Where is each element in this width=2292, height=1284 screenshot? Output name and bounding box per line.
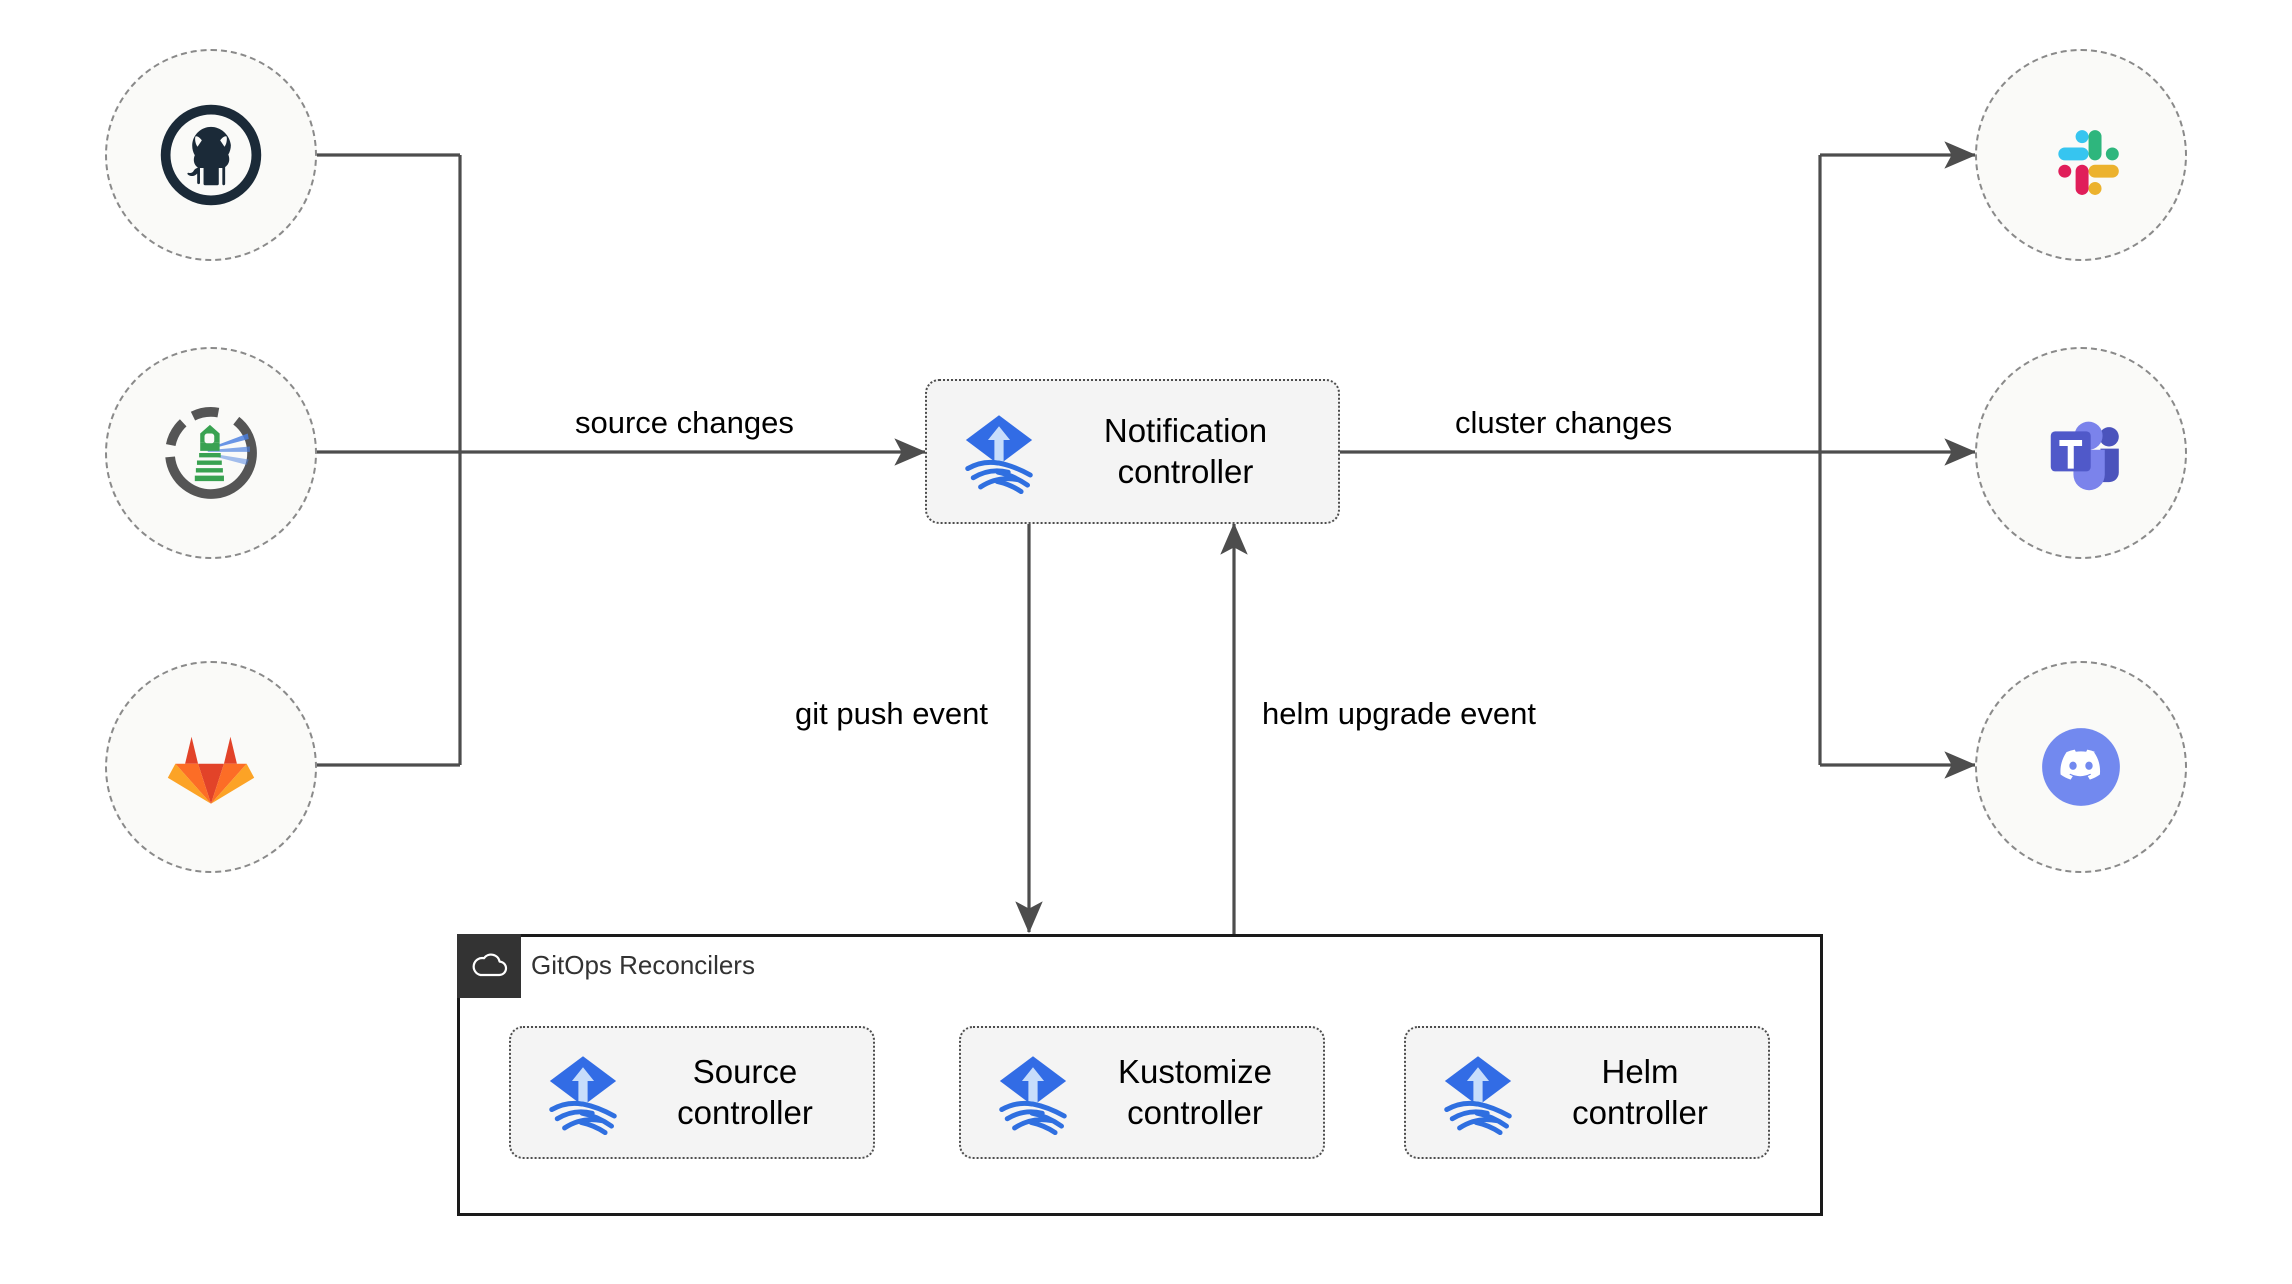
flux-lighthouse-icon [165, 407, 257, 499]
target-node-discord[interactable] [1975, 661, 2187, 873]
kustomize-controller-box[interactable]: Kustomize controller [959, 1026, 1325, 1159]
source-controller-box[interactable]: Source controller [509, 1026, 875, 1159]
kustomize-controller-label: Kustomize controller [1117, 1052, 1273, 1131]
slack-icon [2058, 130, 2119, 195]
edge-label-source-changes: source changes [575, 405, 794, 440]
helm-controller-label: Helm controller [1572, 1052, 1708, 1131]
source-node-gitlab[interactable] [105, 661, 317, 873]
flux-logo-icon [965, 414, 1033, 494]
gitlab-icon [167, 736, 255, 804]
edge-label-cluster-changes: cluster changes [1455, 405, 1673, 440]
target-node-slack[interactable] [1975, 49, 2187, 261]
github-icon [160, 104, 262, 206]
notification-controller-box[interactable]: Notification controller [925, 379, 1340, 524]
gitops-reconcilers-title: GitOps Reconcilers [531, 950, 755, 980]
flux-logo-icon [549, 1055, 617, 1135]
source-node-github[interactable] [105, 49, 317, 261]
notification-controller-label: Notification controller [1103, 411, 1268, 490]
gitops-reconcilers-header [457, 934, 521, 998]
discord-icon [2042, 728, 2120, 806]
microsoft-teams-icon [2050, 421, 2119, 491]
edge-label-helm-upgrade-event: helm upgrade event [1262, 696, 1537, 731]
edge-label-git-push-event: git push event [795, 696, 989, 731]
target-node-teams[interactable] [1975, 347, 2187, 559]
flux-logo-icon [1444, 1055, 1512, 1135]
helm-controller-box[interactable]: Helm controller [1404, 1026, 1770, 1159]
source-controller-label: Source controller [677, 1052, 813, 1131]
flux-logo-icon [999, 1055, 1067, 1135]
source-node-flux[interactable] [105, 347, 317, 559]
cloud-icon [472, 953, 508, 977]
